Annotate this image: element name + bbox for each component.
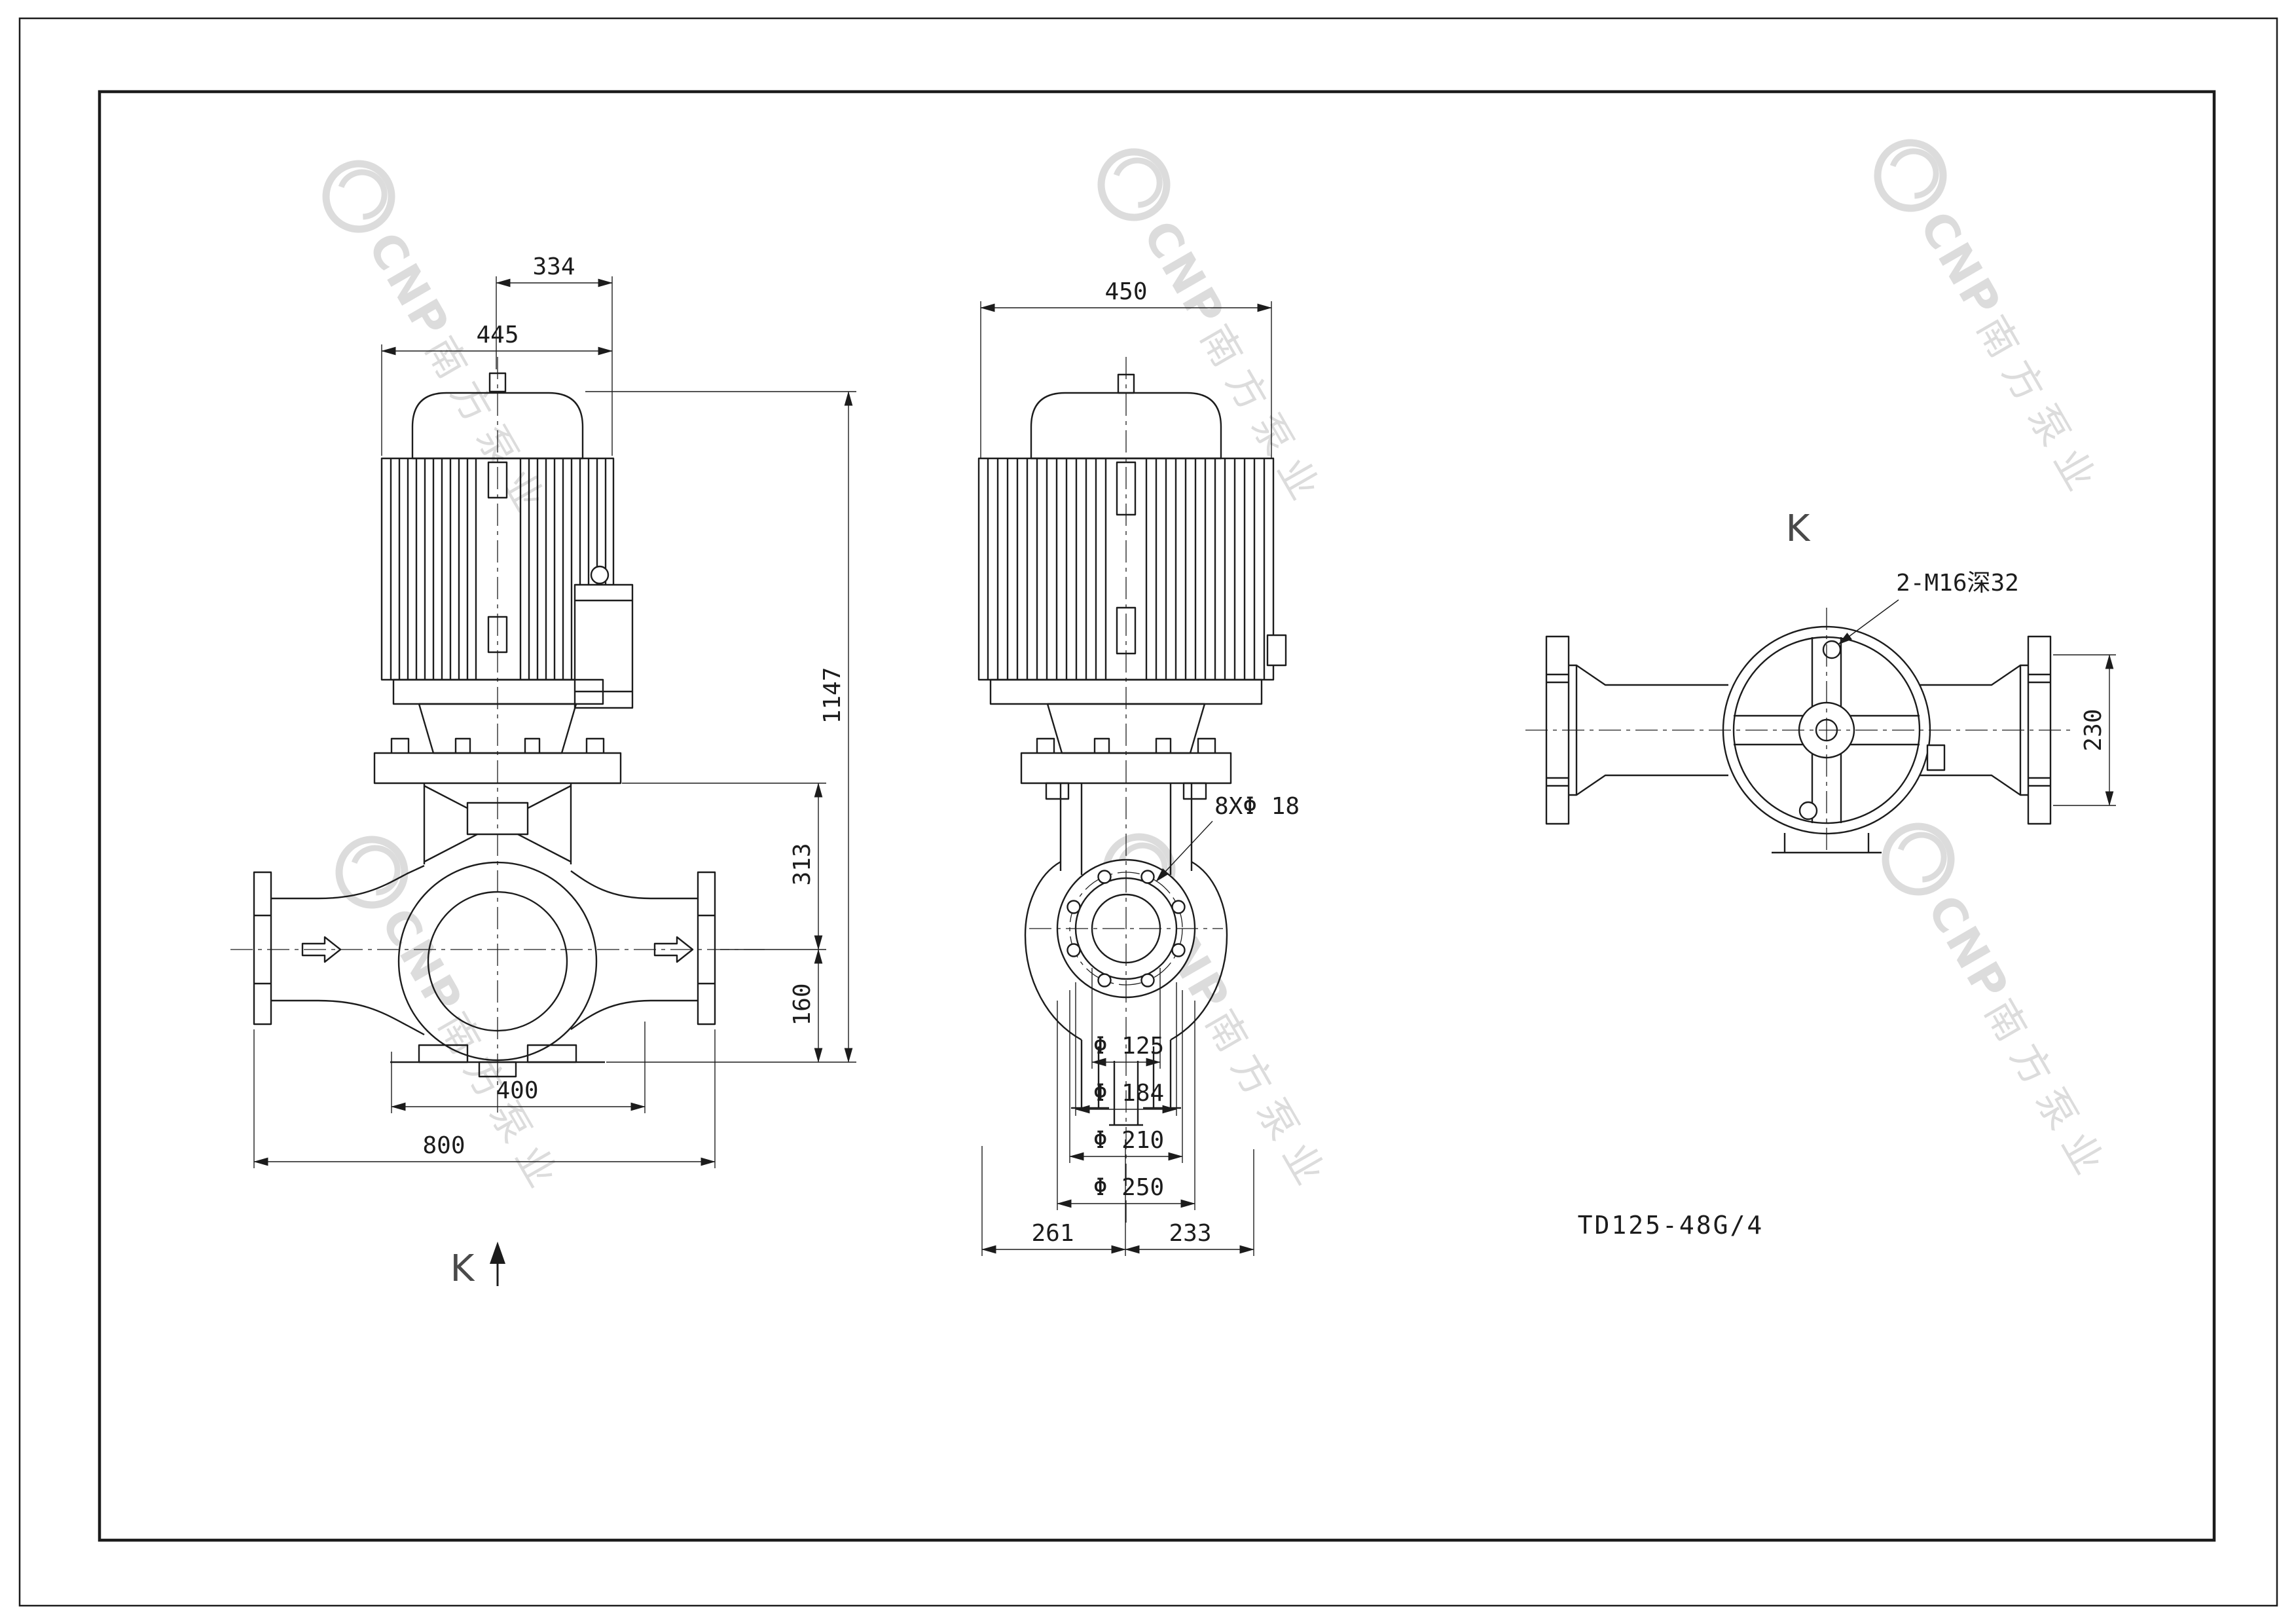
dim-400: 400 <box>496 1077 538 1104</box>
casing-shoulder-right <box>1170 860 1228 1041</box>
dim-450: 450 <box>1104 278 1147 305</box>
view-direction-arrow: K <box>450 1242 505 1290</box>
ext-lines-dia125 <box>1091 968 1161 1069</box>
k-arrow-label: K <box>450 1247 475 1290</box>
dim-1147: 1147 <box>819 667 846 724</box>
flange-hole-lines <box>2028 673 2050 787</box>
side-motor <box>977 373 1287 784</box>
dim-261: 261 <box>1031 1220 1074 1247</box>
dim-233: 233 <box>1169 1220 1211 1247</box>
discharge-flange-holes <box>698 914 715 985</box>
motor-fins <box>390 458 607 680</box>
dim-334: 334 <box>532 253 575 280</box>
callout-bolt-holes: 8XΦ 18 <box>1156 793 1300 882</box>
watermark-instance <box>1874 815 2131 1194</box>
ext-lines-dia210 <box>1069 990 1183 1163</box>
k-dimensions: 2-M16深32 230 <box>1838 570 2116 806</box>
suction-flange <box>253 871 272 1025</box>
dim-230: 230 <box>2080 709 2107 751</box>
bolt-hole <box>1140 870 1155 884</box>
leader-tapped-holes <box>1838 599 1899 645</box>
support-columns <box>423 783 572 864</box>
k-volute-top <box>1722 625 1946 854</box>
plate-bolts <box>390 737 605 753</box>
bolt-hole <box>1171 900 1186 914</box>
bolt-hole <box>1066 900 1081 914</box>
ext-lines-450 <box>980 301 1272 458</box>
bolt-hole <box>1171 943 1186 957</box>
casing-legs <box>1071 1040 1181 1109</box>
dim-160: 160 <box>789 983 816 1025</box>
motor-bottom-band <box>392 678 604 705</box>
bolt-hole <box>1140 973 1155 987</box>
callout-bolt-holes-text: 8XΦ 18 <box>1214 793 1300 820</box>
casing-shoulder-left <box>1024 860 1082 1041</box>
k-arrow-head-icon <box>490 1242 505 1264</box>
dim-dia125: Φ 125 <box>1093 1033 1164 1060</box>
casing-drain <box>1109 1061 1143 1126</box>
k-view-label: K <box>1786 507 1811 550</box>
ext-lines-heights <box>585 391 856 1063</box>
watermark-instance <box>1866 131 2123 511</box>
dim-dia184: Φ 184 <box>1093 1080 1164 1107</box>
motor-top-cap <box>1030 392 1222 460</box>
side-view: 450 8XΦ 18 Φ 125 Φ 184 Φ 210 Φ 250 261 2… <box>977 278 1300 1256</box>
front-dimensions: 334 445 1147 313 160 400 800 K <box>253 253 856 1290</box>
model-number: TD125-48G/4 <box>1578 1211 1764 1240</box>
support-columns <box>1059 783 1193 875</box>
ext-lines-800 <box>253 1029 716 1168</box>
support-block-right <box>1182 782 1207 800</box>
bolt-hole <box>1066 943 1081 957</box>
dim-dia250: Φ 250 <box>1093 1174 1164 1201</box>
flange-bolt-holes <box>1066 870 1186 987</box>
motor-fins <box>987 458 1266 680</box>
bolt-hole <box>1097 973 1112 987</box>
terminal-box-edge <box>1266 634 1287 667</box>
outer-border <box>18 17 2278 1607</box>
cover-lug <box>1926 744 1946 771</box>
side-support <box>1045 782 1207 875</box>
foot-edges <box>1772 833 1882 854</box>
dim-445: 445 <box>476 322 519 348</box>
dim-313: 313 <box>789 843 816 885</box>
ext-lines-261-233 <box>981 1139 1254 1256</box>
motor-top-cap <box>411 392 584 460</box>
dim-dia210: Φ 210 <box>1093 1127 1164 1154</box>
front-view: 334 445 1147 313 160 400 800 K <box>230 253 856 1290</box>
dim-800: 800 <box>422 1132 465 1159</box>
cable-gland <box>590 565 610 585</box>
discharge-flange <box>697 871 716 1025</box>
bolt-hole <box>1097 870 1112 884</box>
plate-bolts <box>1036 737 1216 753</box>
ext-lines-dia184 <box>1075 982 1177 1116</box>
callout-tapped-holes: 2-M16深32 <box>1838 570 2019 645</box>
k-view: K 2-M16深32 <box>1525 507 2116 854</box>
discharge-pipe <box>570 870 698 1030</box>
leader-bolt-holes <box>1156 821 1213 882</box>
front-motor <box>373 372 634 784</box>
ext-lines-dia250 <box>1057 1001 1195 1210</box>
front-volute-casing <box>253 861 716 1061</box>
side-dimensions: 450 8XΦ 18 Φ 125 Φ 184 Φ 210 Φ 250 261 2… <box>980 278 1300 1256</box>
side-casing <box>1024 860 1228 1126</box>
support-block-left <box>1045 782 1070 800</box>
flange-hole-lines <box>1546 673 1569 787</box>
suction-pipe <box>271 864 425 1036</box>
callout-tapped-holes-text: 2-M16深32 <box>1896 570 2019 597</box>
tapped-hole-top <box>1822 640 1842 659</box>
inner-border <box>98 90 2216 1542</box>
suction-flange-holes <box>254 914 271 985</box>
tapped-hole-bottom <box>1798 801 1818 821</box>
